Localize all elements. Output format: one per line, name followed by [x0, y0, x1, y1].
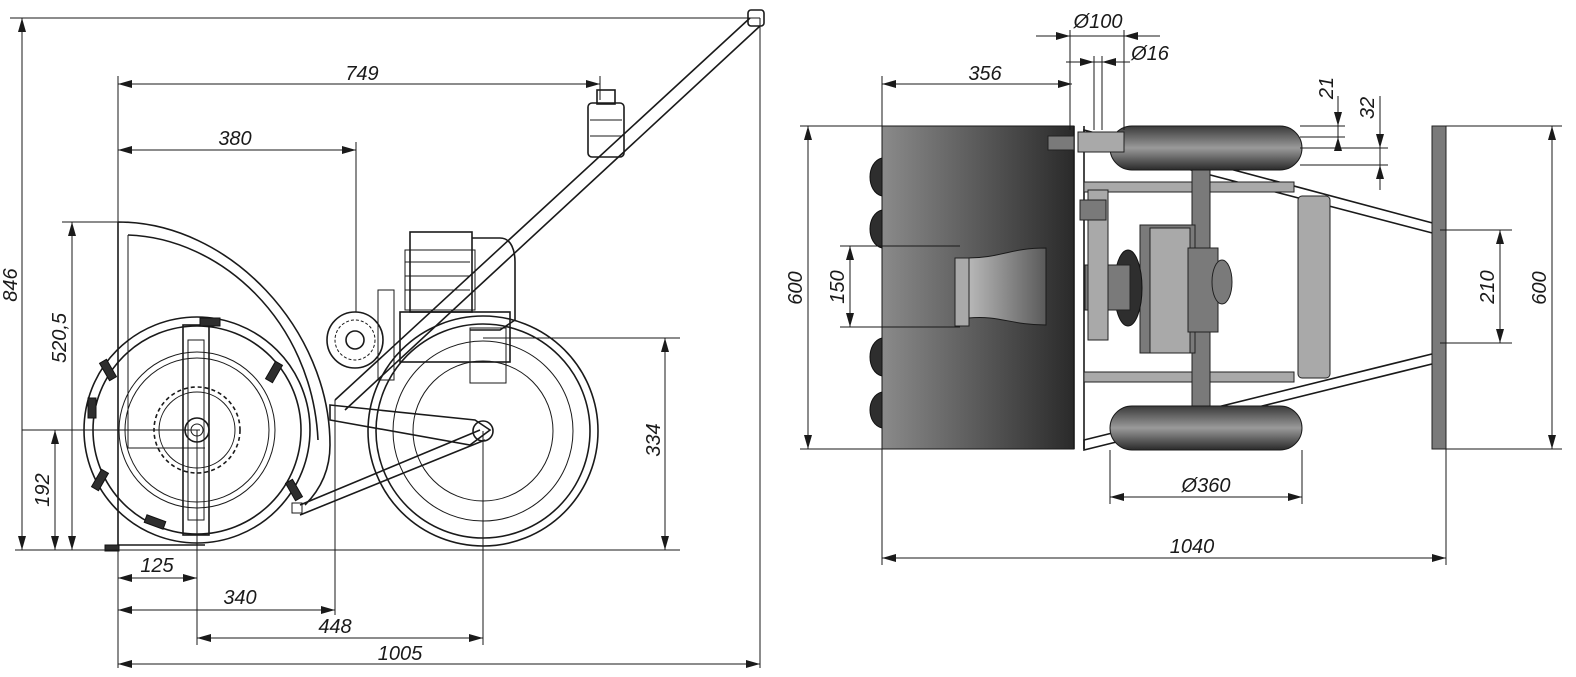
dim-1040-label: 1040 — [1170, 536, 1215, 558]
dim-125-label: 125 — [140, 555, 174, 577]
dim-1040: 1040 — [881, 449, 1447, 565]
side-view: 846 749 380 520,5 — [0, 9, 765, 668]
dim-600-left: 600 — [785, 125, 882, 450]
dim-749-label: 749 — [345, 63, 378, 85]
fuel-tank — [587, 102, 625, 158]
engine — [399, 231, 516, 384]
dim-356: 356 — [881, 63, 1072, 126]
handle-bar — [334, 17, 761, 411]
dim-846-label: 846 — [0, 267, 22, 301]
dim-600-left-label: 600 — [785, 271, 807, 304]
dim-520-5-label: 520,5 — [49, 312, 71, 363]
dim-150-label: 150 — [827, 270, 849, 303]
dim-192: 192 — [22, 429, 200, 550]
dim-356-label: 356 — [968, 63, 1002, 85]
dim-210-label: 210 — [1477, 270, 1499, 304]
dim-21-label: 21 — [1316, 77, 1338, 100]
top-view: Ø100 Ø16 356 21 — [785, 11, 1562, 565]
dim-1005: 1005 — [118, 18, 761, 668]
dim-d360: Ø360 — [1109, 450, 1303, 504]
dim-32-label: 32 — [1357, 97, 1379, 119]
dim-340: 340 — [118, 400, 336, 615]
dim-380-label: 380 — [218, 128, 251, 150]
discharge-chute — [954, 247, 1047, 326]
dim-749: 749 — [117, 63, 601, 225]
pulley — [326, 311, 384, 369]
dim-150: 150 — [827, 245, 960, 328]
dim-d16: Ø16 — [1066, 43, 1170, 130]
dim-21: 21 — [1300, 77, 1345, 151]
dim-125: 125 — [117, 430, 198, 668]
right-wheel-top — [1109, 405, 1303, 451]
dim-d100: Ø100 — [1036, 11, 1160, 130]
dim-600-right: 600 — [1446, 125, 1562, 450]
dim-334-label: 334 — [643, 423, 665, 456]
dim-32: 32 — [1300, 96, 1388, 190]
dim-192-label: 192 — [32, 473, 54, 506]
dim-d360-label: Ø360 — [1181, 475, 1231, 497]
dim-448: 448 — [197, 431, 484, 645]
dim-380: 380 — [118, 128, 357, 312]
dim-448-label: 448 — [318, 616, 351, 638]
dim-334: 334 — [483, 337, 680, 550]
dim-846: 846 — [0, 17, 760, 550]
dim-340-label: 340 — [223, 587, 256, 609]
left-wheel-top — [1109, 125, 1303, 171]
dim-520-5: 520,5 — [49, 221, 120, 550]
dim-1005-label: 1005 — [378, 643, 423, 665]
dim-d100-label: Ø100 — [1073, 11, 1123, 33]
rear-axle — [1431, 125, 1447, 450]
engine-top — [1084, 224, 1233, 354]
dim-d16-label: Ø16 — [1130, 43, 1170, 65]
dim-600-right-label: 600 — [1529, 271, 1551, 304]
dim-210: 210 — [1440, 229, 1512, 344]
